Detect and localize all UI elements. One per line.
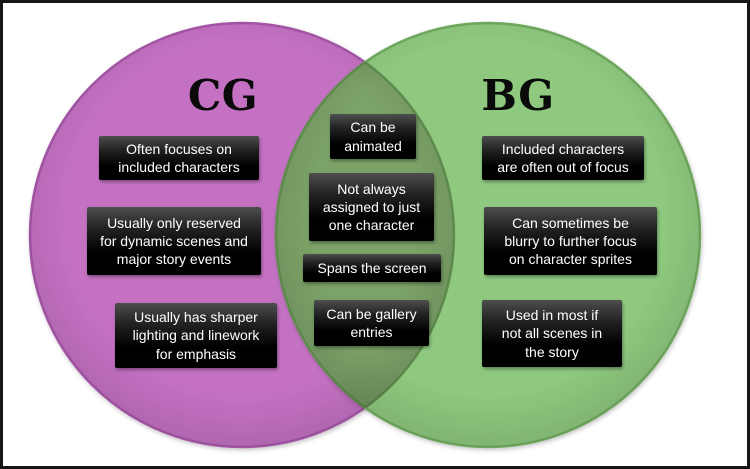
overlap-item-3: Spans the screen <box>303 254 441 282</box>
cg-item-1: Often focuses on included characters <box>99 136 259 180</box>
bg-item-3: Used in most if not all scenes in the st… <box>482 300 622 367</box>
bg-title: BG <box>481 71 555 120</box>
bg-item-2: Can sometimes be blurry to further focus… <box>484 207 657 275</box>
cg-title: CG <box>187 71 259 120</box>
overlap-item-4: Can be gallery entries <box>314 300 429 346</box>
cg-item-3: Usually has sharper lighting and linewor… <box>115 303 277 368</box>
overlap-item-2: Not always assigned to just one characte… <box>309 173 434 241</box>
overlap-item-1: Can be animated <box>330 114 416 159</box>
bg-item-1: Included characters are often out of foc… <box>482 136 644 180</box>
cg-item-2: Usually only reserved for dynamic scenes… <box>87 207 261 275</box>
